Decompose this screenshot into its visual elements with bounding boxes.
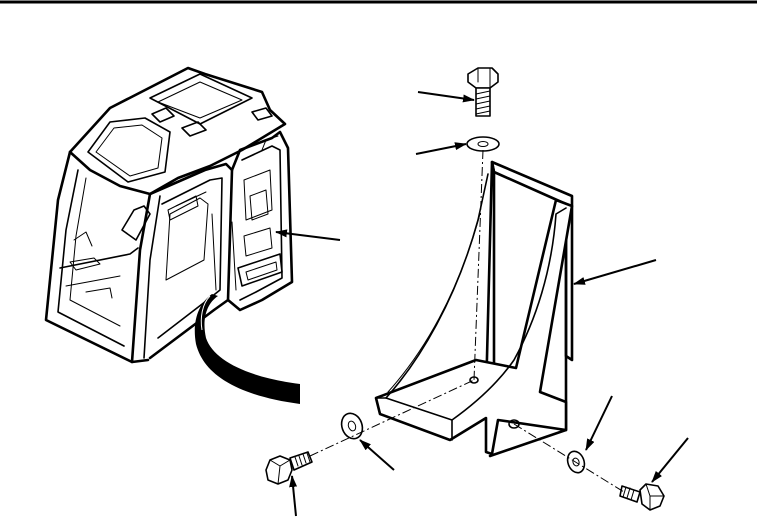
right-bolt xyxy=(619,483,665,511)
washer-icon xyxy=(466,136,500,152)
washer-icon xyxy=(566,450,586,474)
left-washer xyxy=(340,412,364,440)
callout-arrows xyxy=(275,91,689,517)
callout-arrow xyxy=(275,229,341,241)
hex-bolt-icon xyxy=(619,483,665,511)
operator-cab-icon xyxy=(44,66,294,364)
hex-bolt-icon xyxy=(265,451,313,485)
callout-arrow xyxy=(417,91,475,103)
callout-arrow xyxy=(289,475,298,517)
hex-bolt-icon xyxy=(467,67,499,117)
left-bolt xyxy=(265,451,313,485)
callout-arrow xyxy=(651,437,689,483)
top-bolt xyxy=(467,67,499,117)
callout-arrow xyxy=(415,142,467,155)
washer-icon xyxy=(340,412,364,440)
callout-arrow xyxy=(359,439,395,471)
callout-arrow xyxy=(573,259,657,285)
callout-arrow xyxy=(585,395,613,451)
centerlines xyxy=(309,149,625,493)
right-washer xyxy=(566,450,586,474)
top-washer xyxy=(466,136,500,152)
mounting-bracket-icon xyxy=(374,160,574,458)
wiring-harness-icon xyxy=(194,294,300,404)
